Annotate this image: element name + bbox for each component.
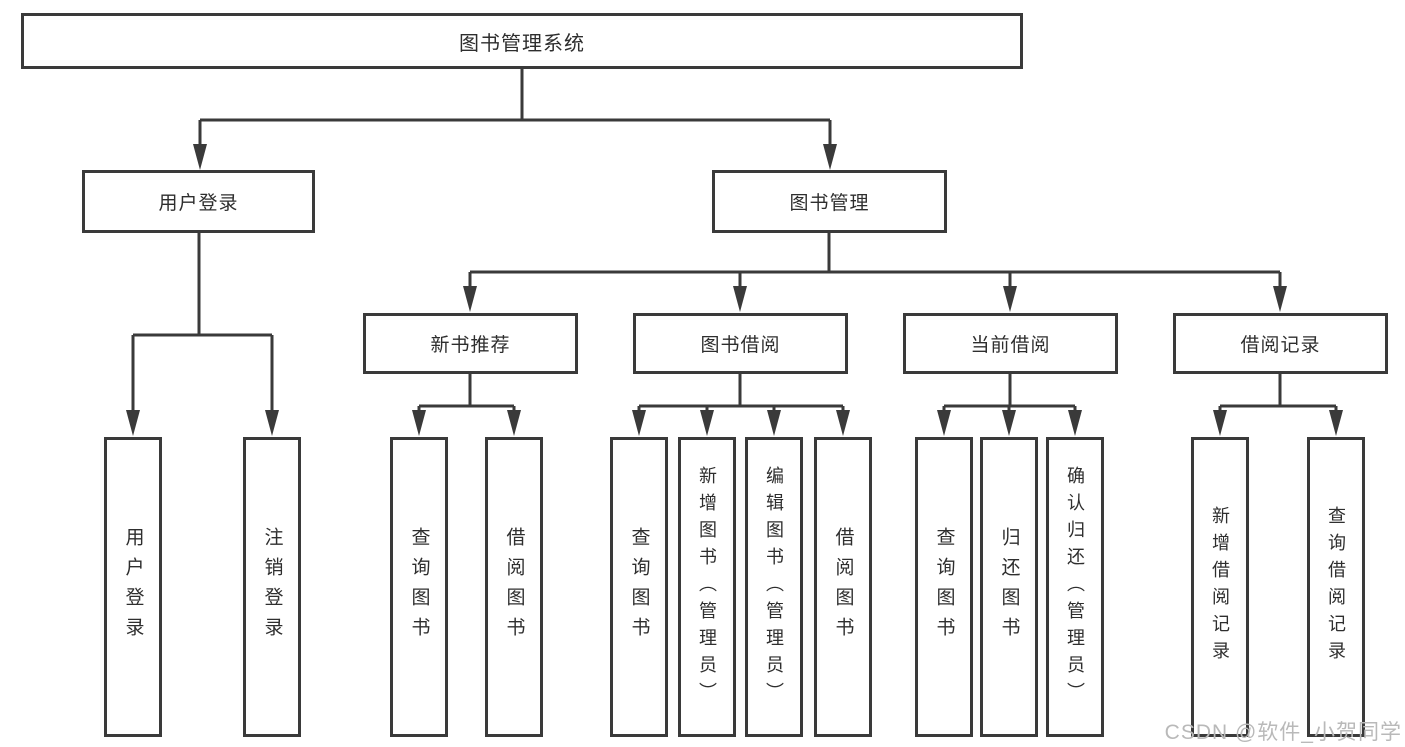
node-borrow-books-recommend: 借阅图书 — [485, 437, 543, 737]
node-query-books-current-label: 查询图书 — [933, 527, 955, 647]
node-user-login-module: 用户登录 — [82, 170, 315, 233]
node-return-book-label: 归还图书 — [998, 527, 1020, 647]
node-book-borrow-label: 图书借阅 — [700, 335, 781, 356]
node-new-book-recommend-label: 新书推荐 — [430, 335, 511, 356]
node-user-login: 用户登录 — [104, 437, 162, 737]
node-query-books-recommend: 查询图书 — [390, 437, 448, 737]
node-root: 图书管理系统 — [21, 13, 1023, 69]
csdn-watermark: CSDN @软件_小贺同学 — [1164, 721, 1402, 744]
node-edit-book-admin-label: 编辑图书（管理员） — [764, 465, 784, 709]
node-query-books-borrow: 查询图书 — [610, 437, 668, 737]
node-user-login-module-label: 用户登录 — [158, 193, 239, 214]
node-add-borrow-record-label: 新增借阅记录 — [1210, 506, 1230, 668]
node-logout: 注销登录 — [243, 437, 301, 737]
node-root-label: 图书管理系统 — [459, 32, 585, 55]
node-book-management-label: 图书管理 — [789, 193, 870, 214]
arrowheads — [126, 144, 1343, 436]
node-add-book-admin-label: 新增图书（管理员） — [697, 465, 717, 709]
node-query-books-recommend-label: 查询图书 — [408, 527, 430, 647]
node-query-books-borrow-label: 查询图书 — [628, 527, 650, 647]
node-query-books-current: 查询图书 — [915, 437, 973, 737]
node-confirm-return-admin-label: 确认归还（管理员） — [1065, 465, 1085, 709]
node-edit-book-admin: 编辑图书（管理员） — [745, 437, 803, 737]
node-return-book: 归还图书 — [980, 437, 1038, 737]
node-borrow-books: 借阅图书 — [814, 437, 872, 737]
node-book-borrow: 图书借阅 — [633, 313, 848, 374]
node-book-management: 图书管理 — [712, 170, 947, 233]
node-add-book-admin: 新增图书（管理员） — [678, 437, 736, 737]
node-borrow-books-label: 借阅图书 — [832, 527, 854, 647]
node-user-login-label: 用户登录 — [122, 527, 144, 647]
node-new-book-recommend: 新书推荐 — [363, 313, 578, 374]
node-current-borrow: 当前借阅 — [903, 313, 1118, 374]
node-current-borrow-label: 当前借阅 — [970, 335, 1051, 356]
node-borrow-books-recommend-label: 借阅图书 — [503, 527, 525, 647]
node-add-borrow-record: 新增借阅记录 — [1191, 437, 1249, 737]
node-query-borrow-record: 查询借阅记录 — [1307, 437, 1365, 737]
node-confirm-return-admin: 确认归还（管理员） — [1046, 437, 1104, 737]
node-query-borrow-record-label: 查询借阅记录 — [1326, 506, 1346, 668]
node-logout-label: 注销登录 — [261, 527, 283, 647]
node-borrow-records-label: 借阅记录 — [1240, 335, 1321, 356]
node-borrow-records: 借阅记录 — [1173, 313, 1388, 374]
